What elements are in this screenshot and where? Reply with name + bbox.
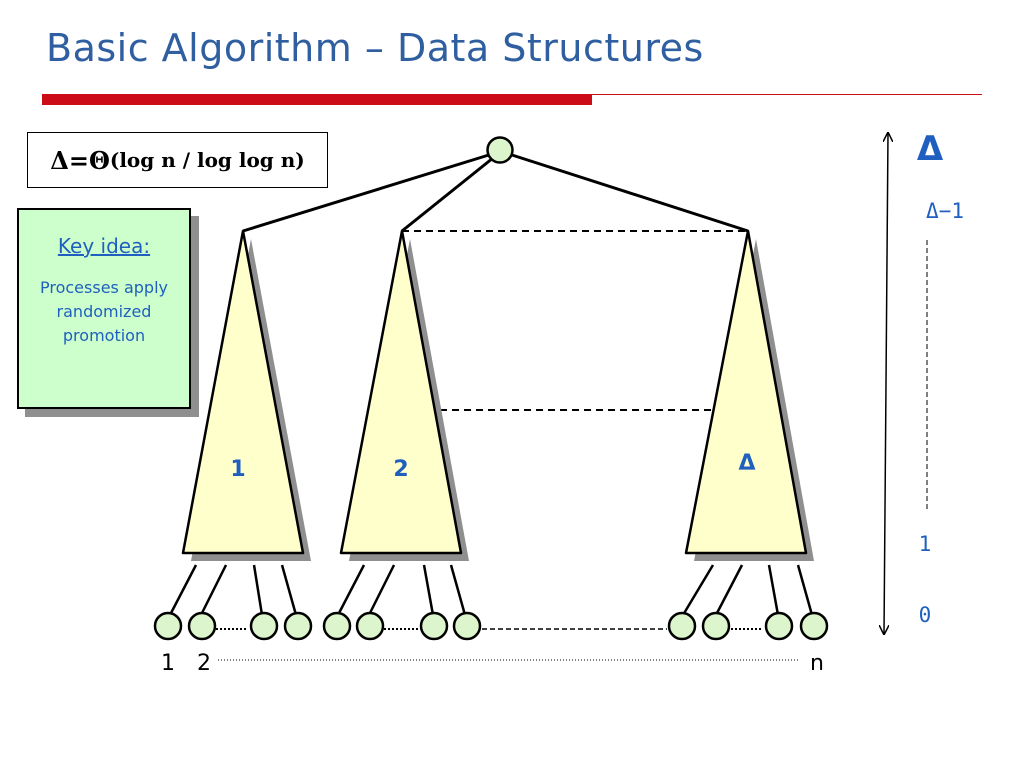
tree-2-triangle xyxy=(339,229,463,555)
leaf-node xyxy=(419,611,449,641)
leaf-edge xyxy=(767,564,780,616)
key-idea-body: Processes apply randomized promotion xyxy=(40,278,168,345)
leaf-edge xyxy=(168,564,198,616)
title-underline-thick xyxy=(42,94,592,105)
leaf-node xyxy=(355,611,385,641)
leaf-node xyxy=(249,611,279,641)
key-idea-heading: Key idea: xyxy=(57,234,151,258)
leaf-edge xyxy=(714,564,744,616)
level-label-second: Δ−1 xyxy=(926,199,964,223)
root-node xyxy=(486,136,514,164)
leaf-edge xyxy=(199,564,228,616)
level-label-top: Δ xyxy=(917,129,944,169)
key-idea-box: Key idea: Processes apply randomized pro… xyxy=(17,208,191,409)
leaf-node xyxy=(452,611,482,641)
root-edge-3 xyxy=(511,153,749,233)
formula-lhs: Δ=Θ xyxy=(50,145,110,175)
leaf-edge xyxy=(449,564,467,616)
root-edge-1 xyxy=(242,152,493,233)
level-axis-arrow xyxy=(884,133,888,634)
leaf-node xyxy=(187,611,217,641)
tree-1-label: 1 xyxy=(230,457,245,482)
level-label-one: 1 xyxy=(919,532,932,556)
root-edge-2 xyxy=(401,156,494,233)
tree-3-triangle xyxy=(684,229,808,555)
level-label-zero: 0 xyxy=(919,603,932,627)
leaf-node xyxy=(283,611,313,641)
formula-rhs: (log n / log log n) xyxy=(109,148,305,172)
leaf-index-last: n xyxy=(810,651,824,676)
leaf-index-second: 2 xyxy=(197,651,211,676)
formula-box: Δ=Θ(log n / log log n) xyxy=(27,132,328,188)
leaf-node xyxy=(153,611,183,641)
tree-1-triangle xyxy=(181,229,305,555)
leaf-node xyxy=(799,611,829,641)
leaf-edge xyxy=(796,564,814,616)
leaf-edge xyxy=(422,564,435,616)
tree-2-label: 2 xyxy=(393,457,408,482)
leaf-edge xyxy=(252,564,264,616)
leaf-edge xyxy=(336,564,366,616)
leaf-node xyxy=(322,611,352,641)
leaf-node xyxy=(701,611,731,641)
leaf-edge xyxy=(280,564,298,616)
title-underline-thin xyxy=(592,94,982,95)
leaf-edge xyxy=(681,564,715,616)
leaf-edge xyxy=(367,564,396,616)
slide-title: Basic Algorithm – Data Structures xyxy=(46,26,704,70)
leaf-index-first: 1 xyxy=(161,651,175,676)
leaf-node xyxy=(764,611,794,641)
leaf-node xyxy=(667,611,697,641)
tree-3-label: Δ xyxy=(738,451,755,476)
